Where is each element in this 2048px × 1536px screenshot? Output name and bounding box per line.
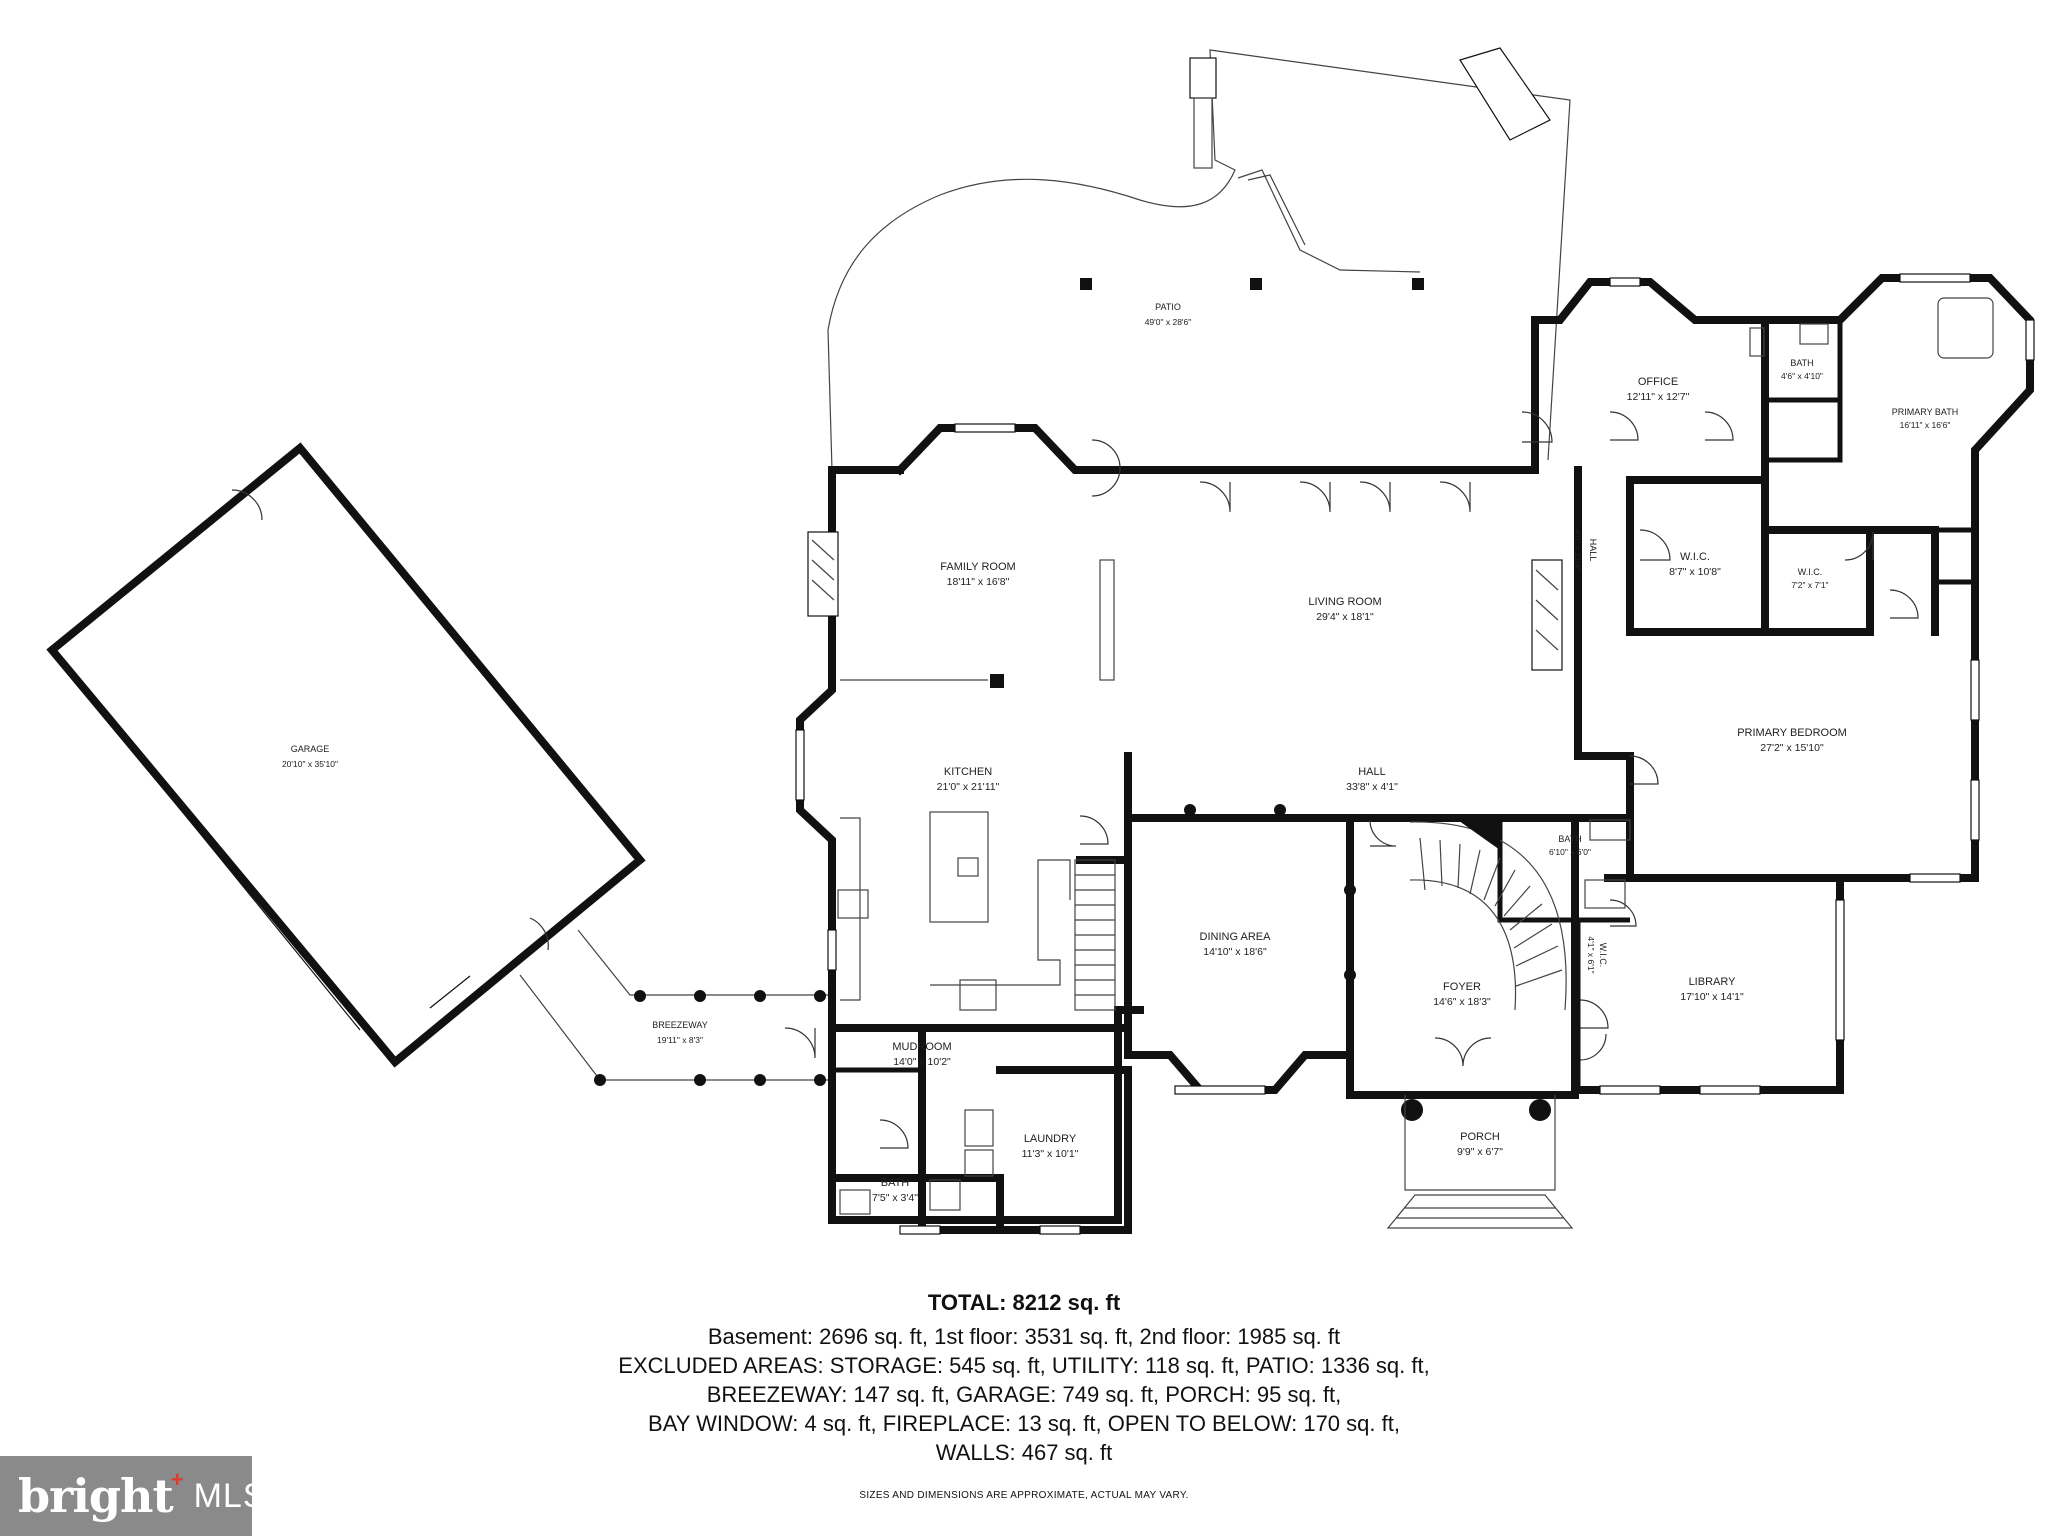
kitchen-dims: 21'0" x 21'11" bbox=[937, 781, 1000, 793]
summary-line-4: BAY WINDOW: 4 sq. ft, FIREPLACE: 13 sq. … bbox=[648, 1411, 1400, 1436]
summary-line-2: EXCLUDED AREAS: STORAGE: 545 sq. ft, UTI… bbox=[618, 1353, 1430, 1378]
mudroom-dims: 14'0" x 10'2" bbox=[893, 1056, 951, 1068]
interior-walls bbox=[832, 320, 1975, 1181]
hall-main-dims: 33'8" x 4'1" bbox=[1346, 781, 1398, 793]
wic-3-dims: 4'1" x 6'1" bbox=[1586, 936, 1596, 973]
staircase bbox=[1074, 818, 1567, 1011]
sink-icon bbox=[1584, 879, 1626, 909]
hall-vertical-label: HALL bbox=[1588, 539, 1598, 562]
summary-line-5: WALLS: 467 sq. ft bbox=[935, 1440, 1113, 1465]
wic-2-label: W.I.C. bbox=[1798, 567, 1823, 577]
garage-breezeway-door bbox=[529, 917, 549, 951]
living-room-dims: 29'4" x 18'1" bbox=[1316, 611, 1374, 623]
bath-upper-dims: 4'6" x 4'10" bbox=[1781, 371, 1823, 381]
breezeway-label: BREEZEWAY bbox=[652, 1020, 708, 1030]
family-room-label: FAMILY ROOM bbox=[940, 561, 1015, 573]
laundry-dims: 11'3" x 10'1" bbox=[1022, 1148, 1079, 1160]
laundry-label: LAUNDRY bbox=[1024, 1133, 1077, 1145]
bath-mid-dims: 6'10" x 6'0" bbox=[1549, 847, 1591, 857]
sink-icon bbox=[1799, 323, 1829, 345]
foyer-dims: 14'6" x 18'3" bbox=[1433, 996, 1491, 1008]
toilet-icon bbox=[1589, 819, 1631, 841]
sink-icon bbox=[837, 889, 869, 919]
garage-window bbox=[81, 596, 119, 627]
primary-bedroom-label: PRIMARY BEDROOM bbox=[1737, 727, 1847, 739]
bright-mls-logo: bright+ MLS bbox=[0, 1456, 266, 1536]
toilet-icon bbox=[839, 1189, 871, 1215]
logo-suffix: MLS bbox=[193, 1476, 267, 1515]
dining-area-dims: 14'10" x 18'6" bbox=[1203, 946, 1267, 958]
bath-fixtures bbox=[839, 297, 1994, 1215]
mudroom-label: MUDROOM bbox=[892, 1041, 951, 1053]
breezeway-structure bbox=[519, 929, 830, 1086]
tv-icon bbox=[1099, 559, 1115, 681]
living-room-label: LIVING ROOM bbox=[1308, 596, 1381, 608]
kitchen-fixtures bbox=[837, 559, 1115, 1011]
washer-icon bbox=[964, 1109, 994, 1147]
patio-fireplace-icon bbox=[1459, 47, 1551, 141]
primary-bath-dims: 16'11" x 16'6" bbox=[1900, 420, 1951, 430]
bath-mid-label: BATH bbox=[1558, 834, 1581, 844]
wic-2-dims: 7'2" x 7'1" bbox=[1791, 580, 1828, 590]
columns bbox=[1184, 804, 1551, 1121]
garage-door-track bbox=[79, 685, 361, 1031]
garage-window bbox=[229, 481, 259, 506]
wic-3-label: W.I.C. bbox=[1598, 943, 1608, 968]
garage-dims: 20'10" x 35'10" bbox=[282, 759, 338, 769]
hall-vertical-dims: 4'0" x 11'4" bbox=[1573, 529, 1583, 570]
garage-label: GARAGE bbox=[291, 744, 330, 754]
wic-1-dims: 8'7" x 10'8" bbox=[1669, 566, 1721, 578]
office-label: OFFICE bbox=[1638, 376, 1678, 388]
kitchen-label: KITCHEN bbox=[944, 766, 992, 778]
logo-wordmark: bright bbox=[18, 1469, 174, 1523]
bathtub-icon bbox=[1937, 297, 1994, 359]
sink-icon bbox=[929, 1179, 961, 1211]
dryer-icon bbox=[964, 1149, 994, 1177]
breezeway-dims: 19'11" x 8'3" bbox=[657, 1035, 703, 1045]
hall-main-label: HALL bbox=[1358, 766, 1386, 778]
disclaimer: SIZES AND DIMENSIONS ARE APPROXIMATE, AC… bbox=[859, 1490, 1189, 1501]
library-dims: 17'10" x 14'1" bbox=[1680, 991, 1744, 1003]
kitchen-island bbox=[929, 811, 989, 923]
garage-side-door bbox=[231, 489, 263, 521]
office-dims: 12'11" x 12'7" bbox=[1627, 391, 1690, 403]
doors bbox=[784, 411, 1919, 1149]
garage-structure bbox=[46, 442, 646, 1068]
summary-line-3: BREEZEWAY: 147 sq. ft, GARAGE: 749 sq. f… bbox=[706, 1382, 1342, 1407]
foyer-label: FOYER bbox=[1443, 981, 1481, 993]
logo-plus-icon: + bbox=[170, 1467, 184, 1492]
library-label: LIBRARY bbox=[1689, 976, 1737, 988]
toilet-icon bbox=[1749, 327, 1765, 357]
family-room-dims: 18'11" x 16'8" bbox=[947, 576, 1010, 588]
windows bbox=[795, 273, 2035, 1235]
patio-outline bbox=[827, 47, 1571, 471]
primary-bedroom-dims: 27'2" x 15'10" bbox=[1760, 742, 1824, 754]
house-walls bbox=[796, 274, 2034, 1234]
bath-lower-dims: 7'5" x 3'4" bbox=[872, 1192, 918, 1204]
porch-label: PORCH bbox=[1460, 1131, 1500, 1143]
total-area: TOTAL: 8212 sq. ft bbox=[927, 1290, 1121, 1315]
grill-icon bbox=[1189, 57, 1217, 99]
primary-bath-label: PRIMARY BATH bbox=[1892, 407, 1959, 417]
summary-line-1: Basement: 2696 sq. ft, 1st floor: 3531 s… bbox=[707, 1324, 1341, 1349]
bath-lower-label: BATH bbox=[881, 1177, 910, 1189]
porch-structure bbox=[1386, 1095, 1574, 1229]
garage-window bbox=[429, 975, 471, 1009]
range-icon bbox=[959, 979, 997, 1011]
wic-1-label: W.I.C. bbox=[1680, 551, 1710, 563]
patio-label: PATIO bbox=[1155, 302, 1181, 312]
sink-icon bbox=[957, 857, 979, 877]
dining-area-label: DINING AREA bbox=[1200, 931, 1272, 943]
patio-dims: 49'0" x 28'6" bbox=[1145, 317, 1192, 327]
porch-dims: 9'9" x 6'7" bbox=[1457, 1146, 1503, 1158]
bath-upper-label: BATH bbox=[1790, 358, 1813, 368]
